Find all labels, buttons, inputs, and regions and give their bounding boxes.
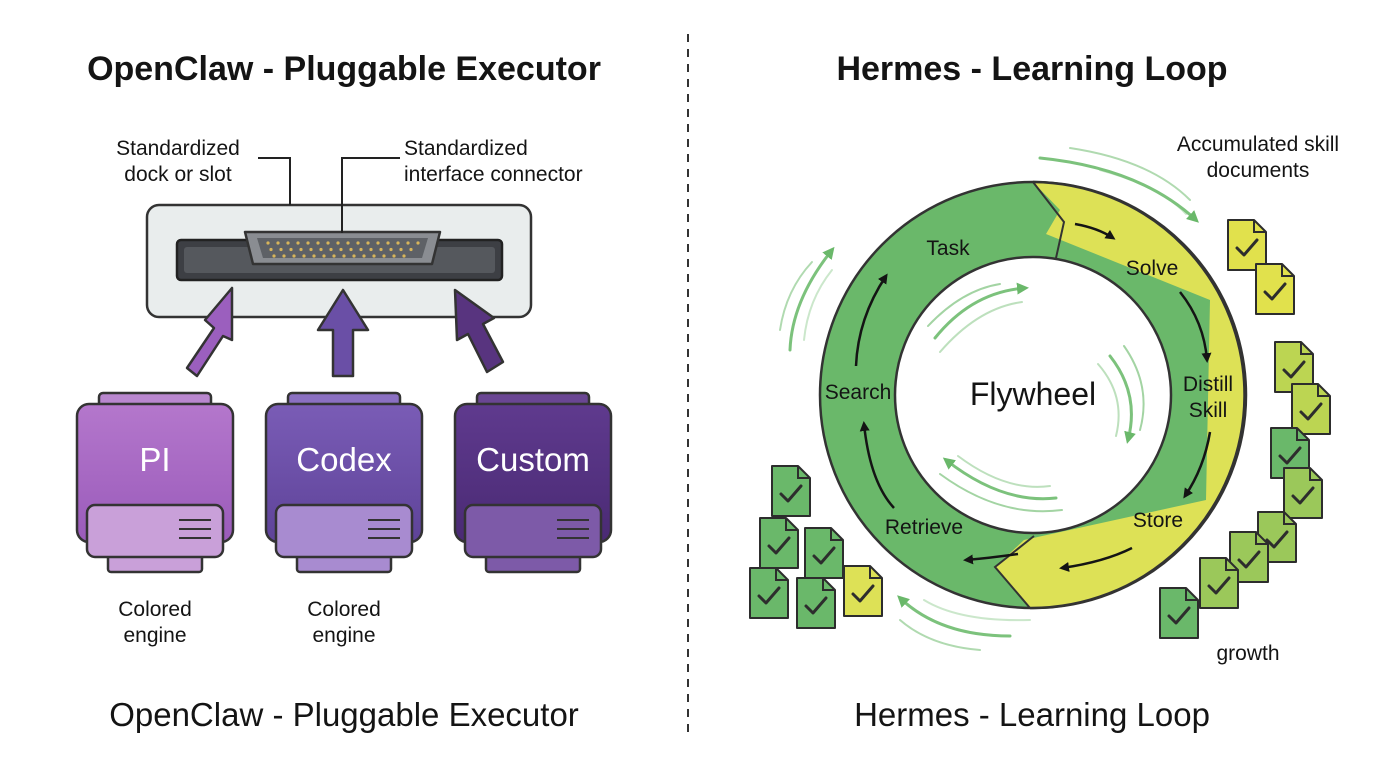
checkmark-document-icon — [1227, 219, 1267, 271]
connector-label: Standardized interface connector — [404, 136, 624, 188]
checkmark-document-icon — [1270, 427, 1310, 479]
flywheel-center-label: Flywheel — [969, 376, 1097, 412]
dock-label-line-2: dock or slot — [124, 163, 232, 186]
checkmark-document-icon — [1255, 263, 1295, 315]
docs-label: Accumulated skill documents — [1158, 132, 1358, 184]
arrow-custom — [453, 288, 505, 374]
interface-connector — [243, 230, 442, 266]
checkmark-document-icon — [1274, 341, 1314, 393]
outer-swirl — [779, 147, 1199, 651]
step-distill-skill: Distill Skill — [1158, 372, 1258, 424]
connector-leader — [341, 157, 400, 233]
docs-label-line-1: Accumulated skill — [1176, 133, 1340, 156]
engine-pi — [75, 391, 235, 574]
connector-label-line-1: Standardized — [404, 137, 528, 160]
checkmark-document-icon — [1283, 467, 1323, 519]
engine-pi-label: PI — [139, 441, 171, 478]
checkmark-document-icon — [796, 577, 836, 629]
engine-codex-label: Codex — [296, 441, 392, 478]
dock-leader — [258, 157, 291, 205]
checkmark-document-icon — [749, 567, 789, 619]
checkmark-document-icon — [1159, 587, 1199, 639]
engine-codex-caption: Colored engine — [284, 597, 404, 649]
dock-label: Standardized dock or slot — [98, 136, 258, 188]
step-store: Store — [1132, 509, 1184, 532]
checkmark-document-icon — [1199, 557, 1239, 609]
right-title-bottom: Hermes - Learning Loop — [854, 696, 1210, 733]
engine-custom — [453, 391, 613, 574]
checkmark-document-icon — [804, 527, 844, 579]
checkmark-document-icon — [759, 517, 799, 569]
step-task: Task — [926, 237, 970, 260]
engine-codex-caption-line-1: Colored — [307, 598, 381, 621]
engine-pi-caption-line-2: engine — [123, 624, 187, 647]
docs-label-line-2: documents — [1206, 159, 1310, 182]
step-retrieve: Retrieve — [884, 516, 964, 539]
connector-label-line-2: interface connector — [404, 163, 583, 186]
arrow-pi — [185, 286, 234, 378]
cycle-arrows — [854, 222, 1212, 572]
checkmark-document-icon — [843, 565, 883, 617]
right-title-top: Hermes - Learning Loop — [836, 50, 1228, 88]
engine-custom-label: Custom — [476, 441, 590, 478]
left-title-bottom: OpenClaw - Pluggable Executor — [109, 696, 579, 733]
growth-label: growth — [1216, 642, 1280, 665]
engine-codex — [264, 391, 424, 574]
engine-codex-caption-line-2: engine — [312, 624, 376, 647]
engine-pi-caption-line-1: Colored — [118, 598, 192, 621]
step-search: Search — [824, 381, 892, 404]
left-title-top: OpenClaw - Pluggable Executor — [87, 50, 601, 88]
checkmark-document-icon — [771, 465, 811, 517]
dock-label-line-1: Standardized — [116, 137, 240, 160]
arrow-codex — [316, 288, 370, 378]
inner-swirl — [927, 282, 1145, 513]
flywheel — [818, 180, 1248, 610]
step-distill-line-2: Skill — [1188, 399, 1228, 422]
engine-pi-caption: Colored engine — [95, 597, 215, 649]
checkmark-document-icon — [1291, 383, 1331, 435]
step-distill-line-1: Distill — [1182, 373, 1234, 396]
step-solve: Solve — [1125, 257, 1179, 280]
